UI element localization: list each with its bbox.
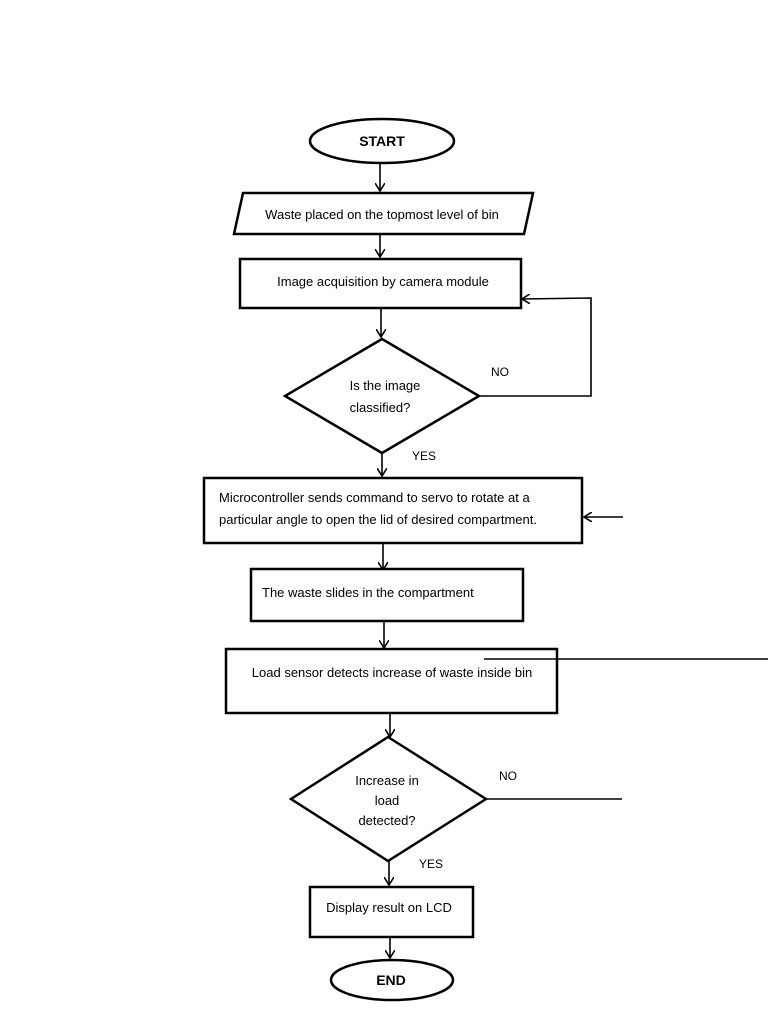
arrow-no-loop-back-to-image-acquisition (479, 298, 592, 397)
image-classified-line-2: classified? (350, 400, 411, 415)
start-label: START (359, 133, 405, 149)
image-classified-yes-label: YES (412, 449, 436, 463)
waste-placed-input: Waste placed on the topmost level of bin (232, 191, 535, 236)
load-detected-no-label: NO (499, 769, 517, 783)
image-classified-decision: Is the image classified? (282, 337, 482, 455)
waste-slides-label: The waste slides in the compartment (262, 585, 474, 600)
load-detected-line-3: detected? (358, 813, 415, 828)
microcontroller-process: Microcontroller sends command to servo t… (202, 476, 584, 545)
load-detected-decision: Increase in load detected? (288, 735, 489, 863)
waste-placed-label: Waste placed on the topmost level of bin (265, 207, 499, 222)
microcontroller-line-2: particular angle to open the lid of desi… (219, 512, 537, 527)
microcontroller-line-1: Microcontroller sends command to servo t… (219, 490, 530, 505)
load-detected-line-1: Increase in (355, 773, 419, 788)
image-classified-line-1: Is the image (350, 378, 421, 393)
load-sensor-label: Load sensor detects increase of waste in… (252, 665, 532, 680)
load-detected-yes-label: YES (419, 857, 443, 871)
display-result-label: Display result on LCD (326, 900, 452, 915)
start-terminal: START (308, 117, 456, 165)
end-terminal: END (329, 958, 455, 1002)
display-result-process: Display result on LCD (308, 885, 475, 939)
image-acquisition-label: Image acquisition by camera module (277, 274, 489, 289)
waste-slides-process: The waste slides in the compartment (249, 567, 525, 623)
load-detected-line-2: load (375, 793, 400, 808)
image-acquisition-process: Image acquisition by camera module (238, 257, 523, 310)
image-classified-no-label: NO (491, 365, 509, 379)
end-label: END (376, 972, 406, 988)
